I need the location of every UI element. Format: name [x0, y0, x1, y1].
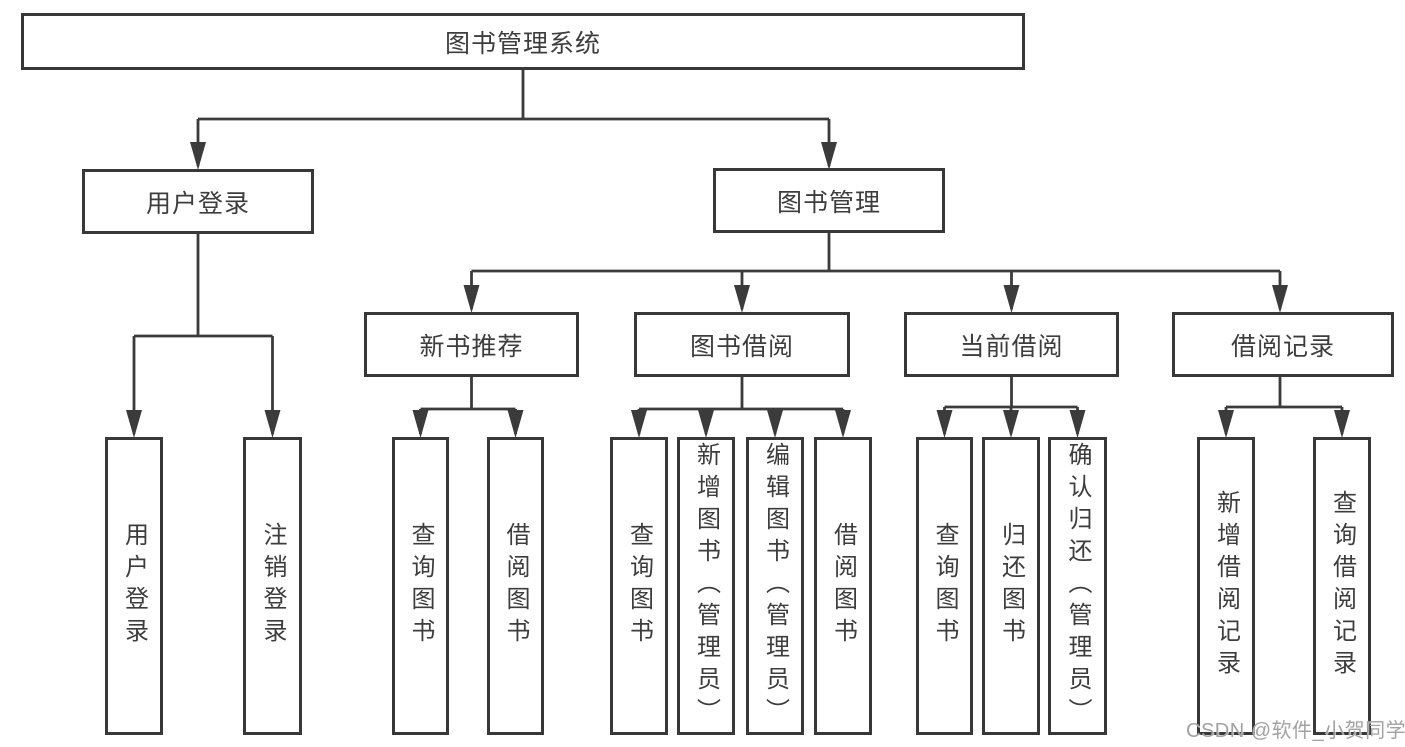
arrowhead	[698, 410, 714, 438]
arrowhead	[1069, 410, 1086, 438]
connector-borrow-records-leaves	[1224, 377, 1344, 434]
node-add-books-admin: 新增图书（管理员）	[677, 437, 735, 735]
node-borrow-books-b: 借阅图书	[814, 437, 872, 735]
node-query-books-a: 查询图书	[392, 437, 449, 735]
arrowhead	[507, 410, 524, 438]
node-edit-books-admin: 编辑图书（管理员）	[746, 437, 804, 735]
node-book-borrow: 图书借阅	[634, 312, 850, 377]
arrowhead	[1334, 410, 1350, 438]
arrowhead	[1272, 285, 1288, 313]
arrowhead	[1218, 410, 1234, 438]
node-add-borrow-record: 新增借阅记录	[1197, 437, 1255, 735]
arrowhead	[821, 142, 837, 170]
arrowhead	[767, 410, 783, 438]
node-query-books-b: 查询图书	[610, 437, 668, 735]
node-user-login: 用户登录	[105, 437, 163, 735]
node-user-login-branch: 用户登录	[82, 169, 314, 234]
arrowhead	[412, 410, 429, 438]
node-new-book-rec: 新书推荐	[364, 312, 579, 377]
node-query-borrow-record: 查询借阅记录	[1313, 437, 1371, 735]
arrowhead	[1003, 285, 1020, 313]
node-book-mgmt: 图书管理	[713, 168, 945, 233]
node-borrow-books-a: 借阅图书	[487, 437, 544, 735]
node-logout: 注销登录	[243, 437, 302, 735]
connector-root-branches	[196, 70, 831, 166]
arrowhead	[734, 285, 750, 313]
node-confirm-return-admin: 确认归还（管理员）	[1048, 437, 1107, 735]
arrowhead	[463, 285, 480, 313]
arrowhead	[936, 410, 953, 438]
arrowhead	[631, 410, 647, 438]
node-query-books-c: 查询图书	[916, 437, 973, 735]
connector-user-login-leaves	[132, 234, 274, 434]
node-root: 图书管理系统	[21, 13, 1025, 70]
connector-new-book-rec-leaves	[419, 377, 517, 434]
watermark: CSDN @软件_小贺同学	[1186, 720, 1405, 742]
arrowhead	[1003, 410, 1019, 438]
node-current-borrow: 当前借阅	[904, 312, 1119, 377]
arrowhead	[835, 410, 851, 438]
arrowhead	[264, 410, 281, 438]
connector-book-borrow-leaves	[637, 377, 845, 434]
arrowhead	[126, 410, 142, 438]
connector-book-mgmt-branches	[470, 233, 1282, 309]
node-return-books: 归还图书	[982, 437, 1040, 735]
connector-current-borrow-leaves	[943, 377, 1079, 434]
node-borrow-records: 借阅记录	[1172, 312, 1394, 377]
arrowhead	[190, 142, 206, 170]
